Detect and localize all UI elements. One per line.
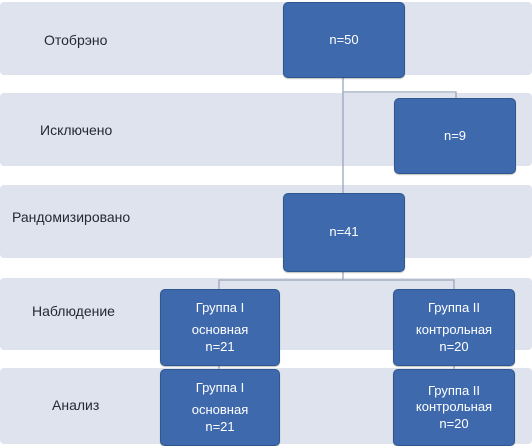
group-title: Группа I bbox=[195, 300, 245, 316]
box-analysis-group2: Группа II контрольная n=20 bbox=[393, 369, 515, 446]
stage-label-selected: Отобрэно bbox=[44, 32, 108, 48]
stage-label-observation: Наблюдение bbox=[32, 303, 115, 319]
group-count: n=21 bbox=[205, 338, 235, 354]
stage-band-selected bbox=[0, 2, 532, 75]
group-count: n=21 bbox=[205, 418, 235, 434]
group-subtitle: основная bbox=[191, 402, 249, 418]
stage-band-randomized bbox=[0, 185, 532, 258]
group-subtitle: контрольная bbox=[415, 322, 493, 338]
group-subtitle: основная bbox=[191, 322, 249, 338]
stage-label-analysis: Анализ bbox=[52, 397, 100, 413]
box-analysis-group1: Группа I основная n=21 bbox=[160, 369, 280, 446]
group-subtitle: контрольная bbox=[415, 399, 493, 415]
group-title: Группа I bbox=[195, 380, 245, 396]
group-count: n=20 bbox=[439, 338, 469, 354]
box-observation-group2: Группа II контрольная n=20 bbox=[393, 289, 515, 366]
stage-label-excluded: Исключено bbox=[40, 122, 113, 138]
group-title: Группа II bbox=[427, 383, 481, 399]
group-title: Группа II bbox=[427, 300, 481, 316]
box-observation-group1: Группа I основная n=21 bbox=[160, 289, 280, 366]
box-selected: n=50 bbox=[283, 2, 405, 78]
connector-to-excluded bbox=[343, 91, 457, 98]
box-randomized-count: n=41 bbox=[329, 224, 359, 240]
connector-randomized-groups bbox=[218, 279, 455, 289]
box-selected-count: n=50 bbox=[329, 31, 359, 47]
stage-label-randomized: Рандомизировано bbox=[12, 209, 131, 225]
box-excluded: n=9 bbox=[394, 98, 516, 174]
group-count: n=20 bbox=[439, 415, 469, 431]
box-excluded-count: n=9 bbox=[443, 127, 467, 143]
box-randomized: n=41 bbox=[283, 193, 405, 272]
